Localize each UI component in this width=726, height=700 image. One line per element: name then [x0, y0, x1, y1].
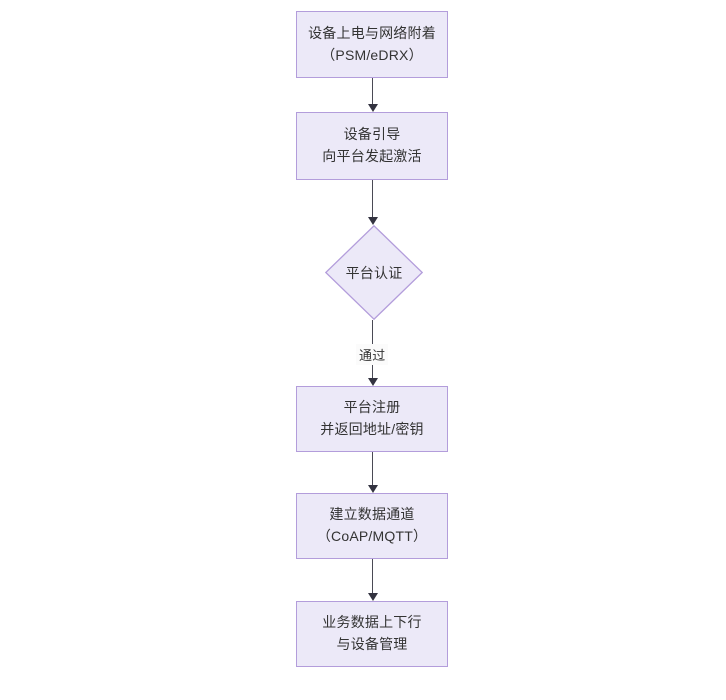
- node-platform-register-line-2: 并返回地址/密钥: [320, 421, 424, 437]
- edge-line: [372, 452, 373, 485]
- node-business-data-line-2: 与设备管理: [336, 636, 408, 652]
- node-platform-auth[interactable]: 平台认证: [325, 225, 423, 320]
- node-business-data[interactable]: 业务数据上下行 与设备管理: [296, 601, 448, 667]
- edge-bootstrap-to-platform-auth: [368, 180, 378, 225]
- node-power-on[interactable]: 设备上电与网络附着 （PSM/eDRX）: [296, 11, 448, 78]
- node-business-data-line-1: 业务数据上下行: [322, 614, 422, 631]
- node-bootstrap-line-2: 向平台发起激活: [322, 148, 422, 164]
- arrow-head-icon: [368, 104, 378, 112]
- node-data-channel[interactable]: 建立数据通道 （CoAP/MQTT）: [296, 493, 448, 559]
- edge-line: [372, 559, 373, 593]
- node-bootstrap-line-1: 设备引导: [343, 126, 401, 143]
- arrow-head-icon: [368, 593, 378, 601]
- diamond-shape-icon: [325, 225, 423, 320]
- edge-power-on-to-bootstrap: [368, 78, 378, 112]
- arrow-head-icon: [368, 217, 378, 225]
- edge-line: [372, 78, 373, 104]
- node-platform-register[interactable]: 平台注册 并返回地址/密钥: [296, 386, 448, 452]
- edge-register-to-data-channel: [368, 452, 378, 493]
- node-power-on-line-1: 设备上电与网络附着: [308, 24, 436, 41]
- node-data-channel-line-1: 建立数据通道: [329, 506, 415, 523]
- node-platform-auth-label: 平台认证: [345, 264, 403, 281]
- node-bootstrap[interactable]: 设备引导 向平台发起激活: [296, 112, 448, 180]
- arrow-head-icon: [368, 485, 378, 493]
- node-platform-register-line-1: 平台注册: [343, 399, 401, 416]
- node-power-on-line-2: （PSM/eDRX）: [321, 46, 423, 63]
- node-data-channel-line-2: （CoAP/MQTT）: [316, 528, 428, 544]
- edge-label-pass: 通过: [356, 344, 389, 365]
- edge-data-channel-to-business: [368, 559, 378, 601]
- arrow-head-icon: [368, 378, 378, 386]
- edge-line: [372, 180, 373, 217]
